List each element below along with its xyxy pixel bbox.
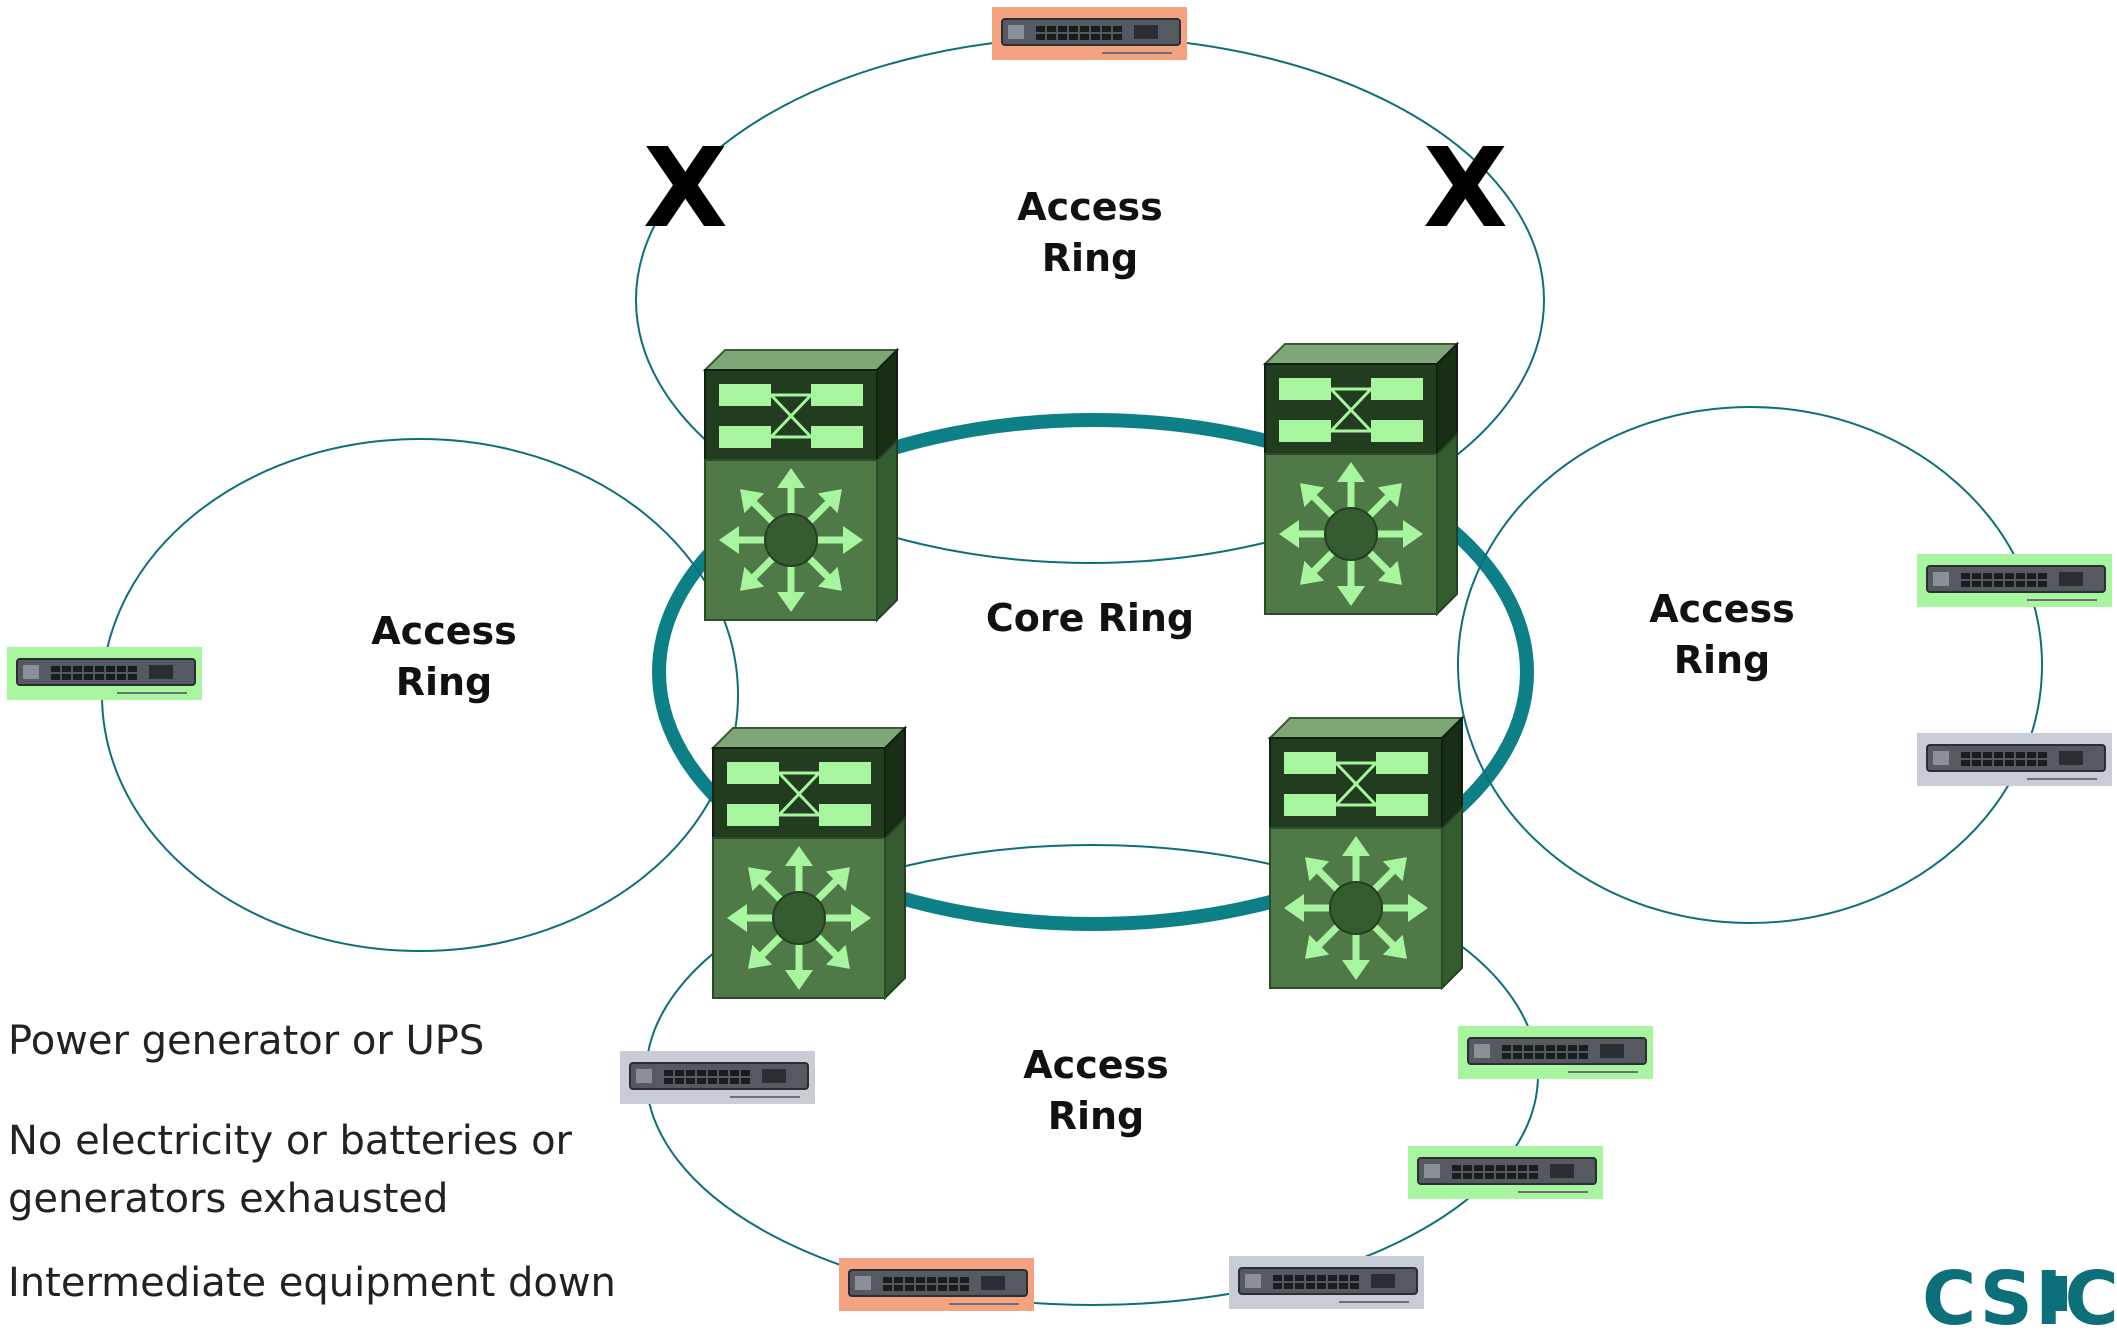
access-ring-left-label: Access Ring	[344, 606, 544, 708]
access-ring-right-label: Access Ring	[1622, 584, 1822, 686]
failure-mark-left: X	[643, 124, 728, 252]
legend-power-generator: Power generator or UPS	[8, 1018, 485, 1064]
core-ring	[652, 413, 1534, 931]
access-switch-top-orange	[992, 7, 1187, 60]
core-ring-label: Core Ring	[985, 596, 1195, 640]
ring-label-line1: Access	[1023, 1043, 1169, 1087]
access-switch-bottom-green-2	[1408, 1146, 1603, 1199]
access-switch-bottom-grey-right	[1229, 1256, 1424, 1309]
access-switch-bottom-orange	[839, 1258, 1034, 1311]
access-switch-right-grey	[1917, 733, 2112, 786]
legend-no-electricity-line2: generators exhausted	[8, 1176, 449, 1222]
access-ring-bottom-label: Access Ring	[996, 1040, 1196, 1142]
failure-mark-right: X	[1423, 124, 1508, 252]
ring-label-line2: Ring	[395, 660, 493, 704]
access-switch-left-green	[7, 647, 202, 700]
legend-intermediate-down: Intermediate equipment down	[8, 1260, 616, 1306]
ring-label-line2: Ring	[1673, 638, 1771, 682]
core-switch-top-right	[1265, 344, 1457, 614]
logo-text: CSIC	[1922, 1256, 2117, 1342]
core-switch-top-left	[705, 350, 897, 620]
access-ring-right	[1457, 406, 2043, 924]
access-switch-bottom-grey-left	[620, 1051, 815, 1104]
legend-no-electricity: No electricity or batteries or generator…	[8, 1112, 572, 1228]
ring-label-line1: Access	[1017, 185, 1163, 229]
logo-bar	[2047, 1276, 2067, 1311]
access-switch-bottom-green-1	[1458, 1026, 1653, 1079]
core-switch-bottom-left	[713, 728, 905, 998]
ring-label-line2: Ring	[1041, 236, 1139, 280]
ring-label-line1: Access	[1649, 587, 1795, 631]
ring-label-line1: Access	[371, 609, 517, 653]
core-switch-bottom-right	[1270, 718, 1462, 988]
access-ring-top-label: Access Ring	[990, 182, 1190, 284]
legend-no-electricity-line1: No electricity or batteries or	[8, 1118, 573, 1164]
ring-label-line2: Ring	[1047, 1094, 1145, 1138]
access-switch-right-green	[1917, 554, 2112, 607]
